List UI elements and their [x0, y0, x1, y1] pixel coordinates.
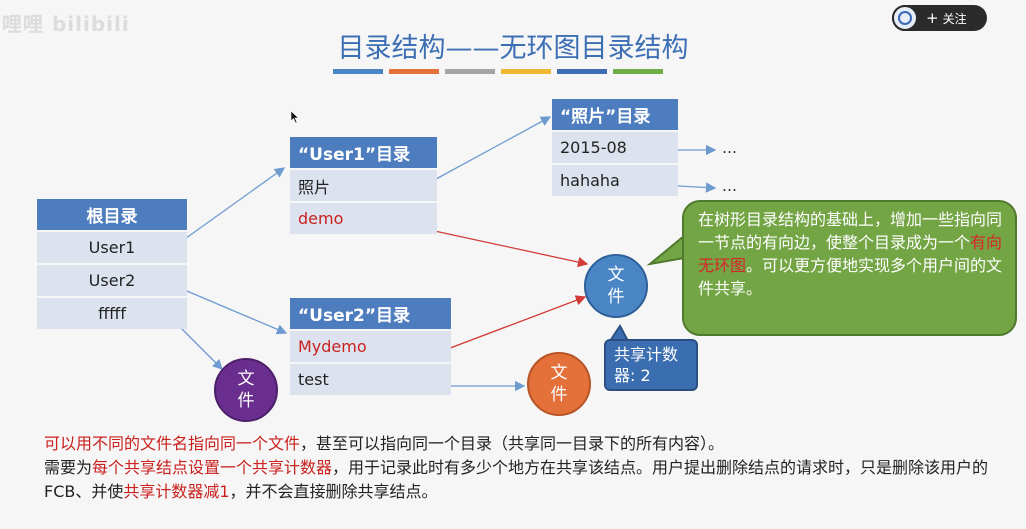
- user2-directory-table: “User2”目录 Mydemo test: [290, 298, 451, 397]
- ellipsis-1: …: [722, 139, 737, 157]
- root-header: 根目录: [37, 199, 187, 230]
- user1-item-demo: demo: [290, 203, 437, 234]
- shared-file-circle: 文件: [584, 254, 648, 318]
- photo-item-hahaha: hahaha: [552, 165, 678, 196]
- slide-title: 目录结构——无环图目录结构: [337, 33, 689, 64]
- user2-item-test: test: [290, 364, 451, 395]
- note-line2-highlight-2: 共享计数器减1: [123, 482, 230, 501]
- ellipsis-2: …: [722, 177, 737, 195]
- title-stripe-3: [501, 69, 551, 74]
- note-line1-highlight: 可以用不同的文件名指向同一个文件: [44, 434, 301, 453]
- user1-header: “User1”目录: [290, 137, 437, 168]
- note-line2-b: ，用于记录此时有多少个地方在共享该结点。用户提出删除结点的请求时，只是删除该用户…: [44, 458, 989, 501]
- user1-item-photos: 照片: [290, 170, 437, 201]
- photo-header: “照片”目录: [552, 99, 678, 130]
- mouse-cursor-icon: [291, 111, 299, 123]
- title-stripe-4: [557, 69, 607, 74]
- test-file-circle: 文件: [527, 352, 591, 416]
- avatar-icon: [898, 11, 912, 25]
- title-color-stripes: [333, 69, 663, 74]
- callout-highlight: 有向无环图: [698, 233, 1003, 275]
- test-file-label: 文件: [550, 363, 568, 405]
- bottom-notes: 可以用不同的文件名指向同一个文件，甚至可以指向同一个目录（共享同一目录下的所有内…: [44, 432, 1004, 504]
- user2-item-mydemo: Mydemo: [290, 331, 451, 362]
- callout-text-after: 。可以更方便地实现多个用户间的文件共享。: [698, 256, 1003, 298]
- follow-label: 关注: [942, 11, 967, 26]
- plus-icon: +: [926, 9, 939, 27]
- root-item-fffff: fffff: [37, 298, 187, 329]
- arrow-demo: [429, 229, 589, 268]
- title-stripe-5: [613, 69, 663, 74]
- note-line2-c: ，并不会直接删除共享结点。: [229, 482, 438, 501]
- avatar[interactable]: [892, 5, 918, 31]
- fffff-file-label: 文件: [237, 369, 255, 411]
- root-item-user1: User1: [37, 232, 187, 263]
- arrow-user1: [174, 167, 286, 247]
- shared-file-label: 文件: [607, 265, 625, 307]
- note-line1-rest: ，甚至可以指向同一个目录（共享同一目录下的所有内容）。: [300, 434, 725, 453]
- root-directory-table: 根目录 User1 User2 fffff: [37, 199, 187, 331]
- arrow-photo: [424, 116, 552, 186]
- note-line-1: 可以用不同的文件名指向同一个文件，甚至可以指向同一个目录（共享同一目录下的所有内…: [44, 432, 1004, 456]
- title-stripe-1: [389, 69, 439, 74]
- note-line2-highlight: 每个共享结点设置一个共享计数器: [92, 458, 333, 477]
- photo-directory-table: “照片”目录 2015-08 hahaha: [552, 99, 678, 198]
- note-line2-a: 需要为: [44, 458, 93, 477]
- note-line-2: 需要为每个共享结点设置一个共享计数器，用于记录此时有多少个地方在共享该结点。用户…: [44, 456, 1004, 504]
- bilibili-watermark: 哩哩 bilibili: [2, 12, 130, 36]
- arrow-fffff: [174, 321, 223, 370]
- user1-directory-table: “User1”目录 照片 demo: [290, 137, 437, 236]
- title-stripe-0: [333, 69, 383, 74]
- arrow-mydemo: [436, 295, 587, 354]
- callout-box: 在树形目录结构的基础上，增加一些指向同一节点的有向边，使整个目录成为一个有向无环…: [682, 200, 1017, 336]
- photo-item-2015-08: 2015-08: [552, 132, 678, 163]
- title-stripe-2: [445, 69, 495, 74]
- follow-button[interactable]: + 关注: [892, 5, 987, 31]
- callout-text-before: 在树形目录结构的基础上，增加一些指向同一节点的有向边，使整个目录成为一个: [698, 210, 1003, 252]
- user2-header: “User2”目录: [290, 298, 451, 329]
- fffff-file-circle: 文件: [214, 358, 278, 422]
- root-item-user2: User2: [37, 265, 187, 296]
- arrow-user2: [174, 285, 288, 335]
- share-counter-badge: 共享计数器: 2: [604, 339, 698, 391]
